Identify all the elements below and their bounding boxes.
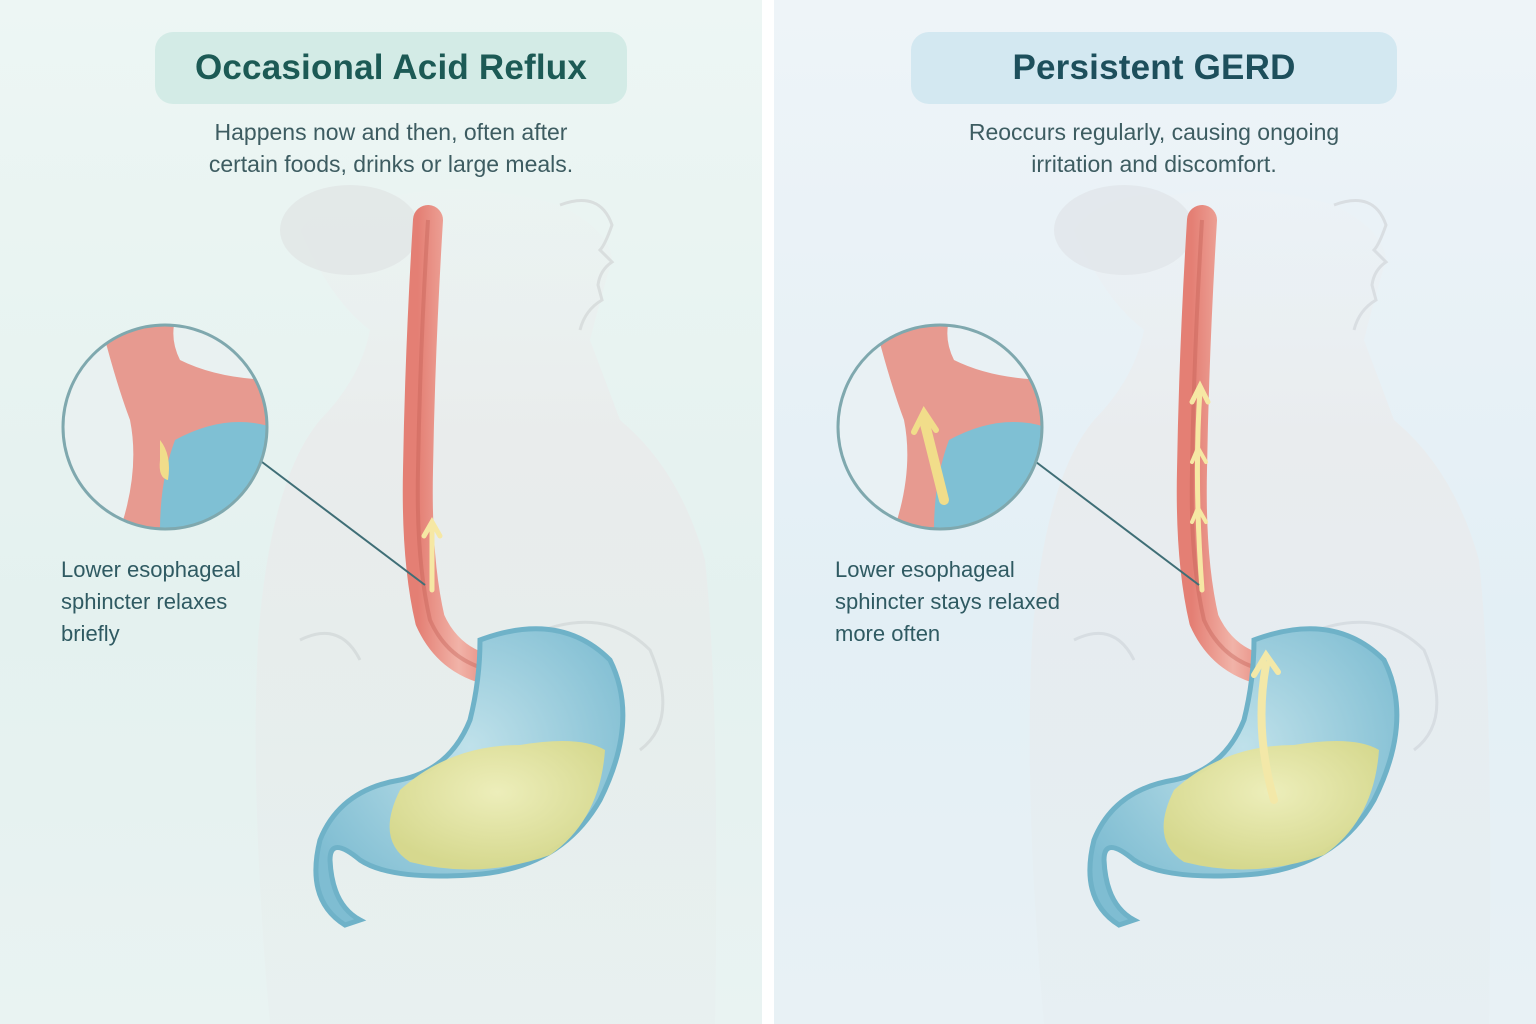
caption-line: sphincter stays relaxed bbox=[835, 589, 1060, 614]
caption-line: Lower esophageal bbox=[61, 557, 241, 582]
magnifier-ring-left bbox=[61, 323, 269, 531]
hair-shadow bbox=[280, 185, 420, 275]
panel-subtitle: Reoccurs regularly, causing ongoing irri… bbox=[874, 116, 1434, 180]
subtitle-line: certain foods, drinks or large meals. bbox=[208, 151, 574, 177]
panel-persistent-gerd: Persistent GERD Reoccurs regularly, caus… bbox=[774, 0, 1536, 1024]
subtitle-line: Happens now and then, often after bbox=[214, 119, 568, 145]
panel-occasional-reflux: Occasional Acid Reflux Happens now and t… bbox=[0, 0, 762, 1024]
callout-line-right bbox=[1035, 461, 1200, 586]
caption-line: Lower esophageal bbox=[835, 557, 1015, 582]
caption-line: more often bbox=[835, 621, 941, 646]
face-profile bbox=[1333, 199, 1389, 331]
caption-line: sphincter relaxes bbox=[61, 589, 228, 614]
caption-line: briefly bbox=[61, 621, 120, 646]
anatomy-illustration-left bbox=[61, 185, 717, 1024]
magnifier-detail-right bbox=[838, 325, 1042, 529]
magnifier-ring-right bbox=[836, 323, 1044, 531]
subtitle-line: irritation and discomfort. bbox=[1031, 151, 1277, 177]
anatomy-illustration-right bbox=[836, 185, 1491, 1024]
callout-line-left bbox=[261, 461, 426, 586]
panel-title: Occasional Acid Reflux bbox=[155, 32, 627, 104]
sphincter-caption: Lower esophageal sphincter relaxes brief… bbox=[61, 554, 241, 650]
reflux-arrow-stomach bbox=[1257, 661, 1278, 804]
magnifier-detail-left bbox=[63, 325, 267, 529]
face-profile bbox=[559, 199, 615, 331]
esophagus-right bbox=[1176, 205, 1289, 687]
stomach-fluid-right bbox=[1163, 741, 1379, 870]
panel-subtitle: Happens now and then, often after certai… bbox=[120, 116, 662, 180]
panel-title: Persistent GERD bbox=[911, 32, 1397, 104]
subtitle-line: Reoccurs regularly, causing ongoing bbox=[968, 119, 1340, 145]
stomach-fluid-left bbox=[389, 741, 605, 870]
reflux-arrow-esophagus bbox=[1194, 387, 1205, 593]
panel-divider bbox=[762, 0, 774, 1024]
sphincter-caption: Lower esophageal sphincter stays relaxed… bbox=[835, 554, 1060, 650]
esophagus-left bbox=[402, 205, 515, 687]
hair-shadow bbox=[1054, 185, 1194, 275]
